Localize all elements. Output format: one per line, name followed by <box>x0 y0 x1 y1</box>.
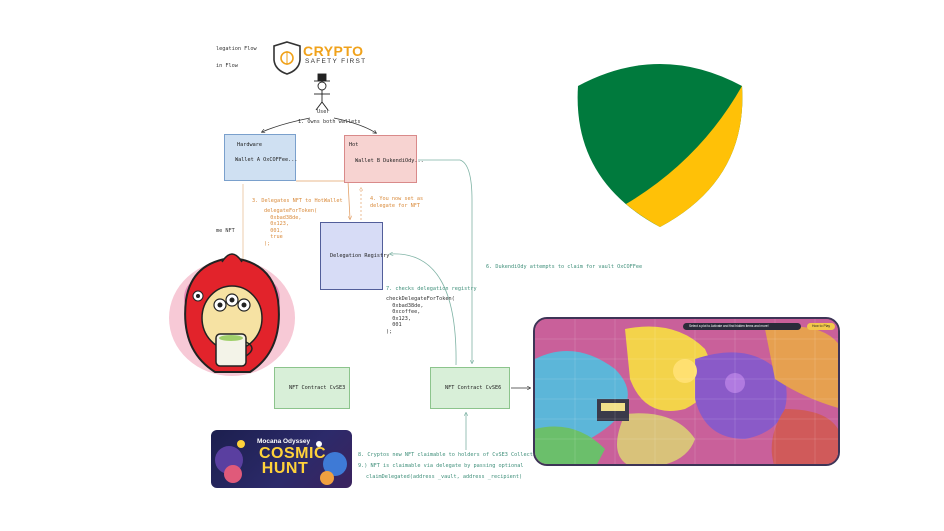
step1-label: 1. Owns both wallets <box>298 119 361 125</box>
stick-figure-icon <box>314 73 330 111</box>
arrow-hot-contract2 <box>418 159 472 363</box>
game-hint-bar: Select a plot to Activate and find hidde… <box>683 323 801 330</box>
game-map-art <box>535 319 838 464</box>
mascot-image <box>169 253 295 376</box>
step3-code: delegateForToken( 0xbad38de, 0x123, 001,… <box>264 208 318 247</box>
note-flow: in Flow <box>216 63 238 69</box>
arrow-contract2-registry <box>390 254 457 366</box>
step9-code: claimDelegated(address _vault, address _… <box>366 474 523 480</box>
node-hardware-tag: Hardware <box>237 142 262 148</box>
node-hot-label: Wallet B DukendiOdy... <box>355 158 424 164</box>
shield-icon <box>577 64 743 227</box>
node-hardware-wallet[interactable]: Hardware Wallet A OxCOFFee... <box>224 134 298 181</box>
how-to-play-button[interactable]: How to Play <box>807 323 835 330</box>
node-hot-tag: Hot <box>349 142 359 148</box>
banner-title: Mocana Odyssey <box>257 438 311 445</box>
step7-code: checkDelegateForToken( 0xbad38de, 0xcoff… <box>386 296 455 335</box>
banner-image: Mocana Odyssey COSMIC HUNT <box>211 430 352 488</box>
actor-label: User <box>317 109 330 115</box>
node-contract2-label: NFT Contract CvSE6 <box>445 385 502 391</box>
node-contract-cvse3[interactable]: NFT Contract CvSE3 <box>274 367 350 409</box>
step2-label: me NFT <box>216 228 235 234</box>
step3-label: 3. Delegates NFT to HotWallet <box>252 198 343 204</box>
node-hot-wallet[interactable]: Hot Wallet B DukendiOdy... <box>344 135 424 183</box>
step6-label: 6. DukendiOdy attempts to claim for vaul… <box>486 264 643 270</box>
logo-brand: CRYPTO <box>303 43 364 59</box>
banner-art <box>215 440 347 485</box>
arrow-user-hot <box>333 117 376 133</box>
step7-label: 7. checks delegation registry <box>386 286 477 292</box>
node-registry-label: Delegation Registry <box>330 253 390 259</box>
logo-tagline: SAFETY FIRST <box>305 58 367 65</box>
banner-headline: COSMIC HUNT <box>259 445 326 477</box>
note-delegation-flow: legation Flow <box>216 46 257 52</box>
node-delegation-registry[interactable]: Delegation Registry <box>320 222 389 290</box>
node-hardware-label: Wallet A OxCOFFee... <box>235 157 298 163</box>
step4-label: 4. You now set as delegate for NFT <box>370 196 424 209</box>
arrow-user-hardware <box>262 117 311 132</box>
node-contract1-label: NFT Contract CvSE3 <box>289 385 346 391</box>
step8-label: 8. Cryptos new NFT claimable to holders … <box>358 452 543 458</box>
node-contract-cvse6[interactable]: NFT Contract CvSE6 <box>430 367 510 409</box>
game-map-image: Select a plot to Activate and find hidde… <box>533 317 840 466</box>
step9-label: 9.) NFT is claimable via delegate by pas… <box>358 463 524 469</box>
crypto-logo-icon <box>273 41 301 75</box>
